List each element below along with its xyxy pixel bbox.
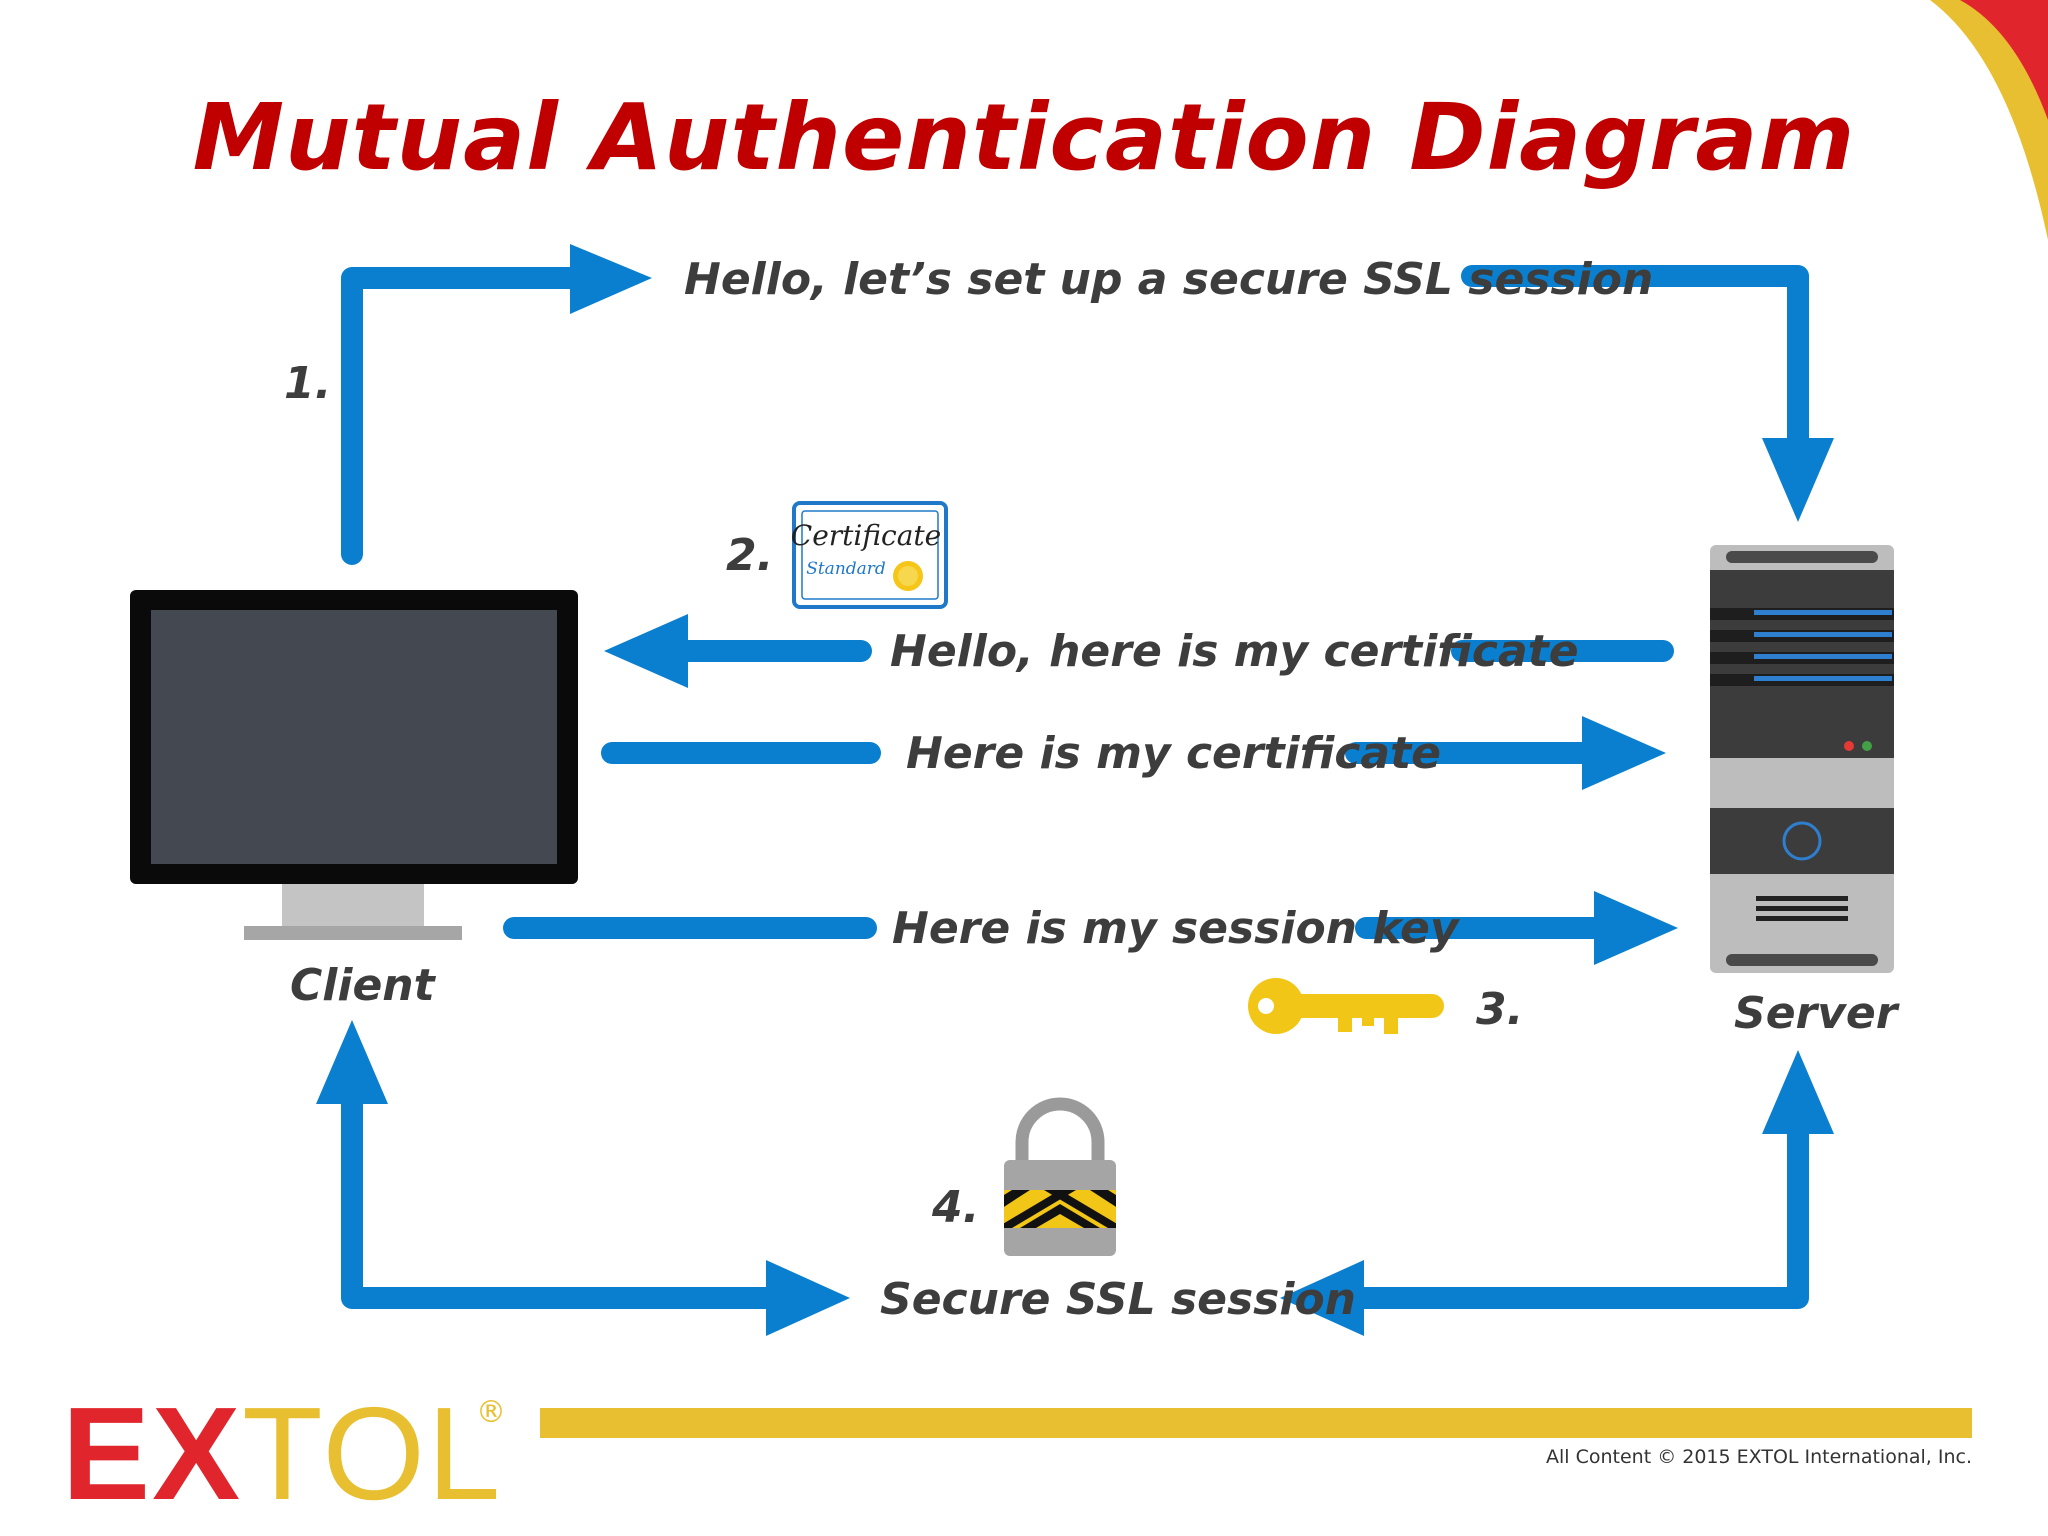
step-3-number: 3. [1476, 984, 1524, 1035]
arrow-step4-right [1339, 1111, 1809, 1309]
arrow-step1-left [341, 267, 596, 565]
key-icon [1248, 978, 1444, 1034]
step-2-reply: Here is my certificate [906, 728, 1441, 779]
registered-mark: ® [476, 1395, 506, 1430]
arrowhead-step4-left [1280, 1260, 1364, 1336]
monitor-icon [130, 590, 578, 940]
step-2-number: 2. [726, 530, 774, 581]
step-2-message: Hello, here is my certificate [890, 626, 1579, 677]
step-4-number: 4. [932, 1182, 980, 1233]
step-4-message: Secure SSL session [880, 1274, 1357, 1325]
footer-bar [540, 1408, 1972, 1438]
corner-decoration [1930, 0, 2048, 240]
step-3-message: Here is my session key [892, 903, 1459, 954]
extol-logo: EXTOL [62, 1388, 502, 1520]
server-label: Server [1734, 988, 1898, 1039]
arrowhead-step4-right [766, 1260, 850, 1336]
arrow-step1-right [1461, 265, 1809, 459]
arrowhead-reply-right [1582, 716, 1666, 790]
arrowhead-step2-left [604, 614, 688, 688]
arrowhead-step3-right [1594, 891, 1678, 965]
arrow-step4-left [341, 1081, 791, 1309]
arrowhead-step4-client-up [316, 1020, 388, 1104]
server-icon [1710, 545, 1894, 973]
arrowhead-step1-right [570, 244, 652, 314]
client-label: Client [290, 960, 435, 1011]
extol-logo-part1: EX [62, 1380, 243, 1527]
certificate-subtitle: Standard [806, 559, 886, 579]
padlock-icon [1004, 1097, 1116, 1256]
arrowhead-step4-server-up [1762, 1050, 1834, 1134]
certificate-title: Certificate [791, 519, 941, 552]
step-1-message: Hello, let’s set up a secure SSL session [684, 254, 1654, 305]
copyright-text: All Content © 2015 EXTOL International, … [1546, 1446, 1972, 1468]
certificate-icon: Certificate Standard [791, 501, 948, 609]
step-1-number: 1. [284, 358, 332, 409]
page-title: Mutual Authentication Diagram [192, 84, 1856, 191]
extol-logo-part2: TOL [242, 1380, 503, 1527]
arrowhead-step1-down [1762, 438, 1834, 522]
